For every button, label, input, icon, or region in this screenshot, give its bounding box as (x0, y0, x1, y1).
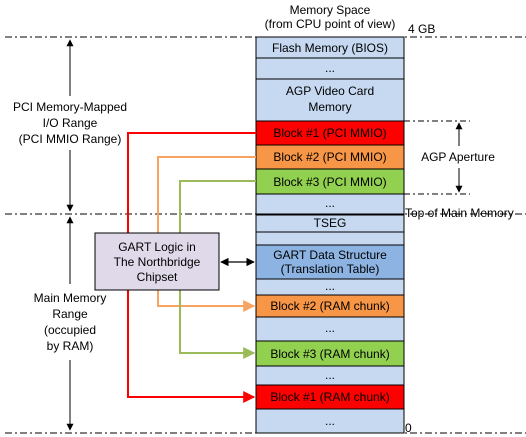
ram-block-2-label: Block #2 (RAM chunk) (270, 299, 389, 313)
main-range-label-3: (occupied (44, 323, 96, 337)
mmio-block-2 (255, 144, 405, 170)
ram-block-3 (255, 340, 405, 367)
gart-logic-label-2: The Northbridge (114, 255, 201, 269)
main-range-label-1: Main Memory (34, 291, 107, 305)
gart-logic-label-3: Chipset (137, 270, 178, 284)
orange-mapping-path (157, 156, 256, 312)
agp-video-memory-block (255, 78, 405, 122)
ellipsis-label: ... (325, 61, 335, 75)
ellipsis-block (255, 408, 405, 434)
ellipsis-label: ... (325, 196, 335, 210)
ellipsis-label: ... (325, 414, 335, 428)
gart-logic-label-1: GART Logic in (118, 240, 196, 254)
ram-block-3-label: Block #3 (RAM chunk) (270, 347, 389, 361)
flash-memory-label: Flash Memory (BIOS) (272, 41, 388, 55)
ellipsis-label: ... (325, 368, 335, 382)
gart-data-structure-label-1: GART Data Structure (273, 248, 387, 262)
ram-block-1-label: Block #1 (RAM chunk) (270, 390, 389, 404)
memory-space-title: Memory Space (290, 3, 371, 17)
top-4gb-label: 4 GB (408, 22, 435, 36)
mmio-block-3 (255, 168, 405, 195)
mmio-block-1-label: Block #1 (PCI MMIO) (273, 126, 386, 140)
tseg-label: TSEG (314, 216, 347, 230)
agp-video-memory-label-2: Memory (308, 100, 351, 114)
ellipsis-block (255, 231, 405, 246)
top-of-main-memory-label: Top of Main Memory (405, 206, 514, 220)
main-range-label-4: by RAM) (47, 339, 94, 353)
agp-aperture-label: AGP Aperture (421, 150, 495, 164)
ram-block-1 (255, 384, 405, 410)
gart-logic-box (94, 232, 220, 291)
ellipsis-label: ... (325, 321, 335, 335)
pci-range-label-1: PCI Memory-Mapped (13, 100, 127, 114)
ellipsis-label: ... (325, 279, 335, 293)
memory-space-subtitle: (from CPU point of view) (265, 17, 396, 31)
agp-video-memory-label-1: AGP Video Card (286, 84, 374, 98)
bottom-zero-label: 0 (405, 421, 412, 435)
mmio-block-3-label: Block #3 (PCI MMIO) (273, 175, 386, 189)
mmio-block-2-label: Block #2 (PCI MMIO) (273, 150, 386, 164)
memory-column: Flash Memory (BIOS) ... AGP Video Card M… (255, 36, 405, 434)
pci-range-label-2: I/O Range (43, 116, 98, 130)
pci-range-label-3: (PCI MMIO Range) (19, 132, 122, 146)
main-range-label-2: Range (52, 307, 88, 321)
gart-data-structure-label-2: (Translation Table) (281, 262, 380, 276)
